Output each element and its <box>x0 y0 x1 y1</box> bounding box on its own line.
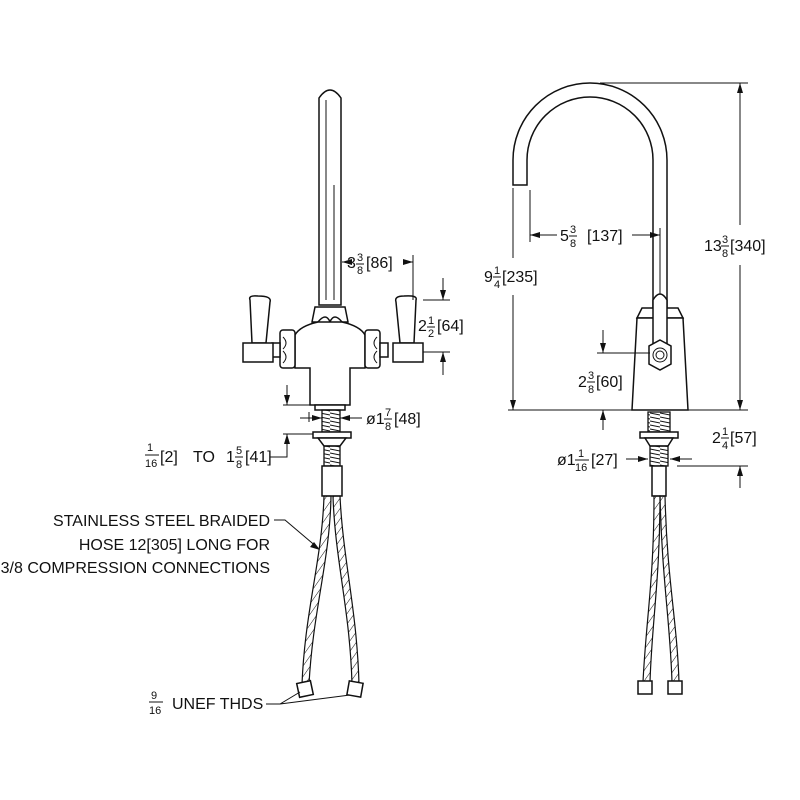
threaded-shank <box>321 409 341 433</box>
svg-text:[2]: [2] <box>160 449 178 466</box>
svg-text:1: 1 <box>428 315 434 327</box>
svg-text:1: 1 <box>494 265 500 277</box>
dim-handle-height: 2 1 2 [64] <box>418 315 464 340</box>
svg-text:1: 1 <box>147 442 153 454</box>
svg-text:[86]: [86] <box>366 255 393 272</box>
svg-text:[27]: [27] <box>591 452 618 469</box>
svg-text:3: 3 <box>588 370 594 382</box>
dim-spout-height: 9 1 4 [235] <box>484 265 538 291</box>
svg-text:7: 7 <box>385 407 391 419</box>
svg-text:9: 9 <box>151 690 157 702</box>
svg-text:3: 3 <box>570 224 576 236</box>
svg-text:8: 8 <box>236 459 242 471</box>
svg-text:UNEF THDS: UNEF THDS <box>172 696 263 713</box>
side-view-dimensions: 9 1 4 [235] 5 3 8 [137] 13 3 8 [340] 2 3… <box>484 82 766 488</box>
svg-text:4: 4 <box>722 440 728 452</box>
right-bonnet-nut <box>364 329 381 369</box>
dim-handle-center: 2 3 8 [60] <box>578 370 623 396</box>
svg-text:4: 4 <box>494 279 500 291</box>
svg-text:ø1: ø1 <box>366 411 385 428</box>
svg-text:16: 16 <box>149 705 161 717</box>
thread-note: 9 16 UNEF THDS <box>149 690 263 717</box>
braided-hose-left <box>301 495 332 685</box>
side-connector-left <box>637 680 653 695</box>
spout-nut <box>311 306 349 323</box>
side-mounting-flange <box>639 431 679 439</box>
side-threaded-shank <box>647 411 671 433</box>
svg-text:1: 1 <box>722 426 728 438</box>
side-hose-left <box>642 495 661 683</box>
right-handle-base <box>392 342 424 363</box>
svg-text:8: 8 <box>570 238 576 250</box>
side-connector-right <box>667 680 683 695</box>
left-handle-base <box>242 342 274 363</box>
svg-text:5: 5 <box>560 228 569 245</box>
svg-text:1: 1 <box>226 449 235 466</box>
dim-shank-length: 2 1 4 [57] <box>712 426 757 452</box>
svg-text:16: 16 <box>145 458 157 470</box>
lock-nut-thread <box>323 445 341 467</box>
left-bonnet-nut <box>279 329 296 369</box>
svg-text:STAINLESS STEEL BRAIDED: STAINLESS STEEL BRAIDED <box>53 513 270 530</box>
svg-text:2: 2 <box>418 318 427 335</box>
side-lever-handle <box>652 293 668 346</box>
gooseneck-spout <box>512 82 668 316</box>
braided-hose-right <box>332 495 360 685</box>
dim-side-spout-reach: 5 3 8 [137] <box>560 224 623 250</box>
svg-text:5: 5 <box>236 445 242 457</box>
left-lever-handle <box>248 295 271 344</box>
svg-text:TO: TO <box>193 449 215 466</box>
dim-base-diameter: ø1 7 8 [48] <box>366 407 421 433</box>
side-hose-right <box>659 495 680 683</box>
right-lever-handle <box>394 295 417 344</box>
svg-text:2: 2 <box>428 328 434 340</box>
svg-text:[235]: [235] <box>502 269 538 286</box>
svg-text:[48]: [48] <box>394 411 421 428</box>
svg-text:8: 8 <box>357 265 363 277</box>
svg-text:3: 3 <box>347 255 356 272</box>
svg-text:[41]: [41] <box>245 449 272 466</box>
front-view-dimensions: 3 3 8 [86] 2 1 2 [64] ø1 7 8 [48] 1 16 [… <box>1 252 464 717</box>
svg-text:2: 2 <box>712 430 721 447</box>
svg-text:1: 1 <box>578 448 584 460</box>
dim-overall-height: 13 3 8 [340] <box>704 234 766 260</box>
svg-text:8: 8 <box>588 384 594 396</box>
svg-text:ø1: ø1 <box>557 452 576 469</box>
valve-body <box>294 321 366 406</box>
svg-text:HOSE 12[305] LONG FOR: HOSE 12[305] LONG FOR <box>79 537 270 554</box>
svg-text:[60]: [60] <box>596 374 623 391</box>
hex-nut <box>648 339 672 371</box>
svg-text:3: 3 <box>357 252 363 264</box>
svg-text:[57]: [57] <box>730 430 757 447</box>
dim-spout-reach-front: 3 3 8 [86] <box>347 252 393 277</box>
svg-text:[64]: [64] <box>437 318 464 335</box>
svg-text:[137]: [137] <box>587 228 623 245</box>
svg-text:9: 9 <box>484 269 493 286</box>
svg-text:8: 8 <box>385 421 391 433</box>
svg-text:13: 13 <box>704 238 722 255</box>
svg-text:3/8 COMPRESSION CONNECTIONS: 3/8 COMPRESSION CONNECTIONS <box>1 560 270 577</box>
svg-text:8: 8 <box>722 248 728 260</box>
dim-shank-diameter: ø1 1 16 [27] <box>557 448 618 474</box>
svg-text:[340]: [340] <box>730 238 766 255</box>
mounting-flange <box>312 431 352 439</box>
svg-text:3: 3 <box>722 234 728 246</box>
hose-connector-right <box>346 680 364 698</box>
side-view-faucet <box>512 82 689 695</box>
hose-note: STAINLESS STEEL BRAIDED HOSE 12[305] LON… <box>1 513 270 577</box>
svg-text:16: 16 <box>575 462 587 474</box>
spout-tube <box>318 89 342 306</box>
dim-deck-thickness-range: 1 16 [2] TO 1 5 8 [41] <box>145 442 272 471</box>
svg-text:2: 2 <box>578 374 587 391</box>
front-view-faucet <box>242 89 424 699</box>
hose-connector-left <box>295 679 315 699</box>
